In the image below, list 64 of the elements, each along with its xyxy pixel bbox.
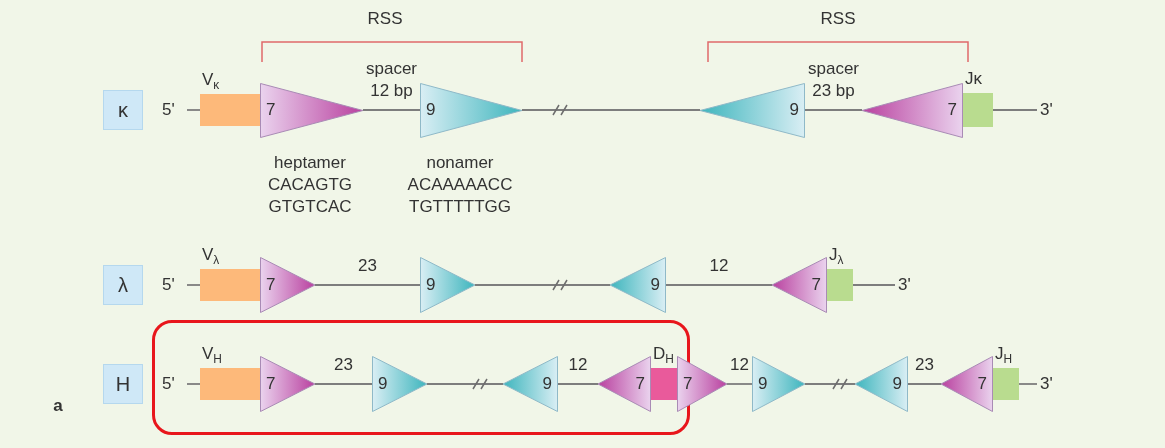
highlight-frame <box>152 320 690 435</box>
strand-end-label: 3' <box>1040 98 1053 122</box>
spacer-length-label: 12 <box>708 255 730 277</box>
segment-label: D$_{H}$ <box>653 344 674 364</box>
locus-label: κ <box>103 90 143 130</box>
spacer-length-label: spacer 23 bp <box>807 58 860 102</box>
segment-number: 9 <box>789 100 799 120</box>
spacer-length-label: 23 <box>357 255 378 277</box>
segment-number: 7 <box>947 100 957 120</box>
dna-line <box>992 109 1038 111</box>
segment-label: V$_{λ}$ <box>202 245 220 265</box>
segment-number: 7 <box>635 374 645 394</box>
panel-letter: a <box>52 395 64 417</box>
dna-line <box>474 284 611 286</box>
segment-label: V$_{κ}$ <box>202 70 220 90</box>
segment-label: J$_{H}$ <box>995 344 1013 364</box>
dna-line <box>186 284 201 286</box>
spacer-length-label: 23 <box>333 354 354 376</box>
sequence-label: nonamer ACAAAAACC TGTTTTTGG <box>406 151 514 218</box>
segment-number: 9 <box>650 275 660 295</box>
strand-end-label: 5' <box>162 273 175 297</box>
segment-number: 7 <box>266 275 276 295</box>
dna-line <box>314 284 421 286</box>
dna-line <box>521 109 701 111</box>
dna-line <box>907 383 942 385</box>
dna-line <box>362 109 421 111</box>
strand-end-label: 3' <box>898 273 911 297</box>
segment-number: 9 <box>426 100 436 120</box>
dna-line <box>186 383 201 385</box>
segment-number: 7 <box>811 275 821 295</box>
segment-number: 9 <box>542 374 552 394</box>
sequence-label: heptamer CACAGTG GTGTCAC <box>266 151 354 218</box>
segment-number: 7 <box>266 374 276 394</box>
spacer-length-label: 23 <box>914 354 935 376</box>
segment-number: 9 <box>892 374 902 394</box>
dna-line <box>186 109 201 111</box>
segment-number: 9 <box>758 374 768 394</box>
strand-end-label: 5' <box>162 98 175 122</box>
segment-number: 9 <box>426 275 436 295</box>
segment-label: Jκ <box>965 69 982 89</box>
dna-line <box>426 383 504 385</box>
dna-line <box>1018 383 1038 385</box>
rss-label: RSS <box>366 8 404 30</box>
strand-end-label: 5' <box>162 372 175 396</box>
segment-label: J$_{λ}$ <box>829 245 844 265</box>
segment-label: V$_{H}$ <box>202 344 222 364</box>
segment-number: 7 <box>683 374 693 394</box>
dna-line <box>557 383 599 385</box>
spacer-length-label: 12 <box>567 354 589 376</box>
spacer-length-label: spacer 12 bp <box>365 58 418 102</box>
dna-line <box>726 383 753 385</box>
segment-number: 9 <box>378 374 388 394</box>
strand-end-label: 3' <box>1040 372 1053 396</box>
spacer-length-label: 12 <box>729 354 750 376</box>
locus-label: λ <box>103 265 143 305</box>
segment-number: 7 <box>977 374 987 394</box>
rss-label: RSS <box>819 8 857 30</box>
dna-line <box>804 109 863 111</box>
dna-line <box>665 284 773 286</box>
locus-label: H <box>103 364 143 404</box>
dna-line <box>852 284 896 286</box>
segment-number: 7 <box>266 100 276 120</box>
dna-line <box>804 383 856 385</box>
dna-line <box>314 383 373 385</box>
